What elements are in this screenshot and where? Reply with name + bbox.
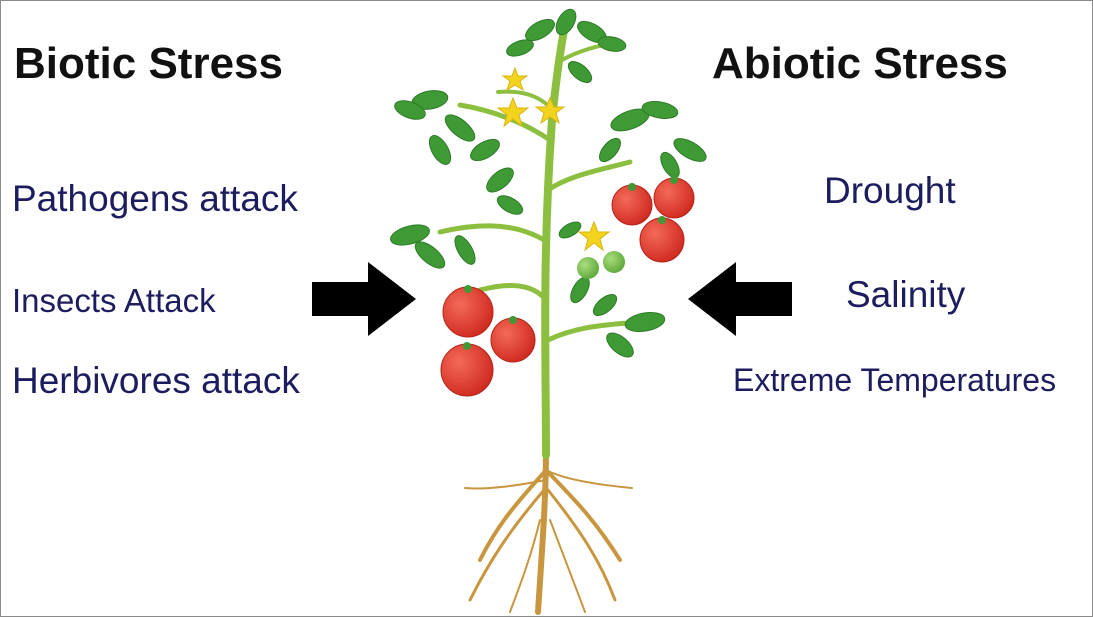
biotic-item-pathogens: Pathogens attack xyxy=(12,180,298,217)
abiotic-stress-heading: Abiotic Stress xyxy=(712,42,1008,86)
roots xyxy=(465,450,632,612)
biotic-stress-heading: Biotic Stress xyxy=(14,42,283,86)
abiotic-item-salinity: Salinity xyxy=(846,276,965,313)
green-fruits xyxy=(577,251,625,279)
tomato-plant-illustration xyxy=(370,0,720,617)
abiotic-item-extreme-temperatures: Extreme Temperatures xyxy=(733,364,1056,396)
tomatoes xyxy=(441,178,694,396)
biotic-item-herbivores: Herbivores attack xyxy=(12,362,300,399)
biotic-item-insects: Insects Attack xyxy=(12,284,216,317)
abiotic-item-drought: Drought xyxy=(824,172,956,209)
